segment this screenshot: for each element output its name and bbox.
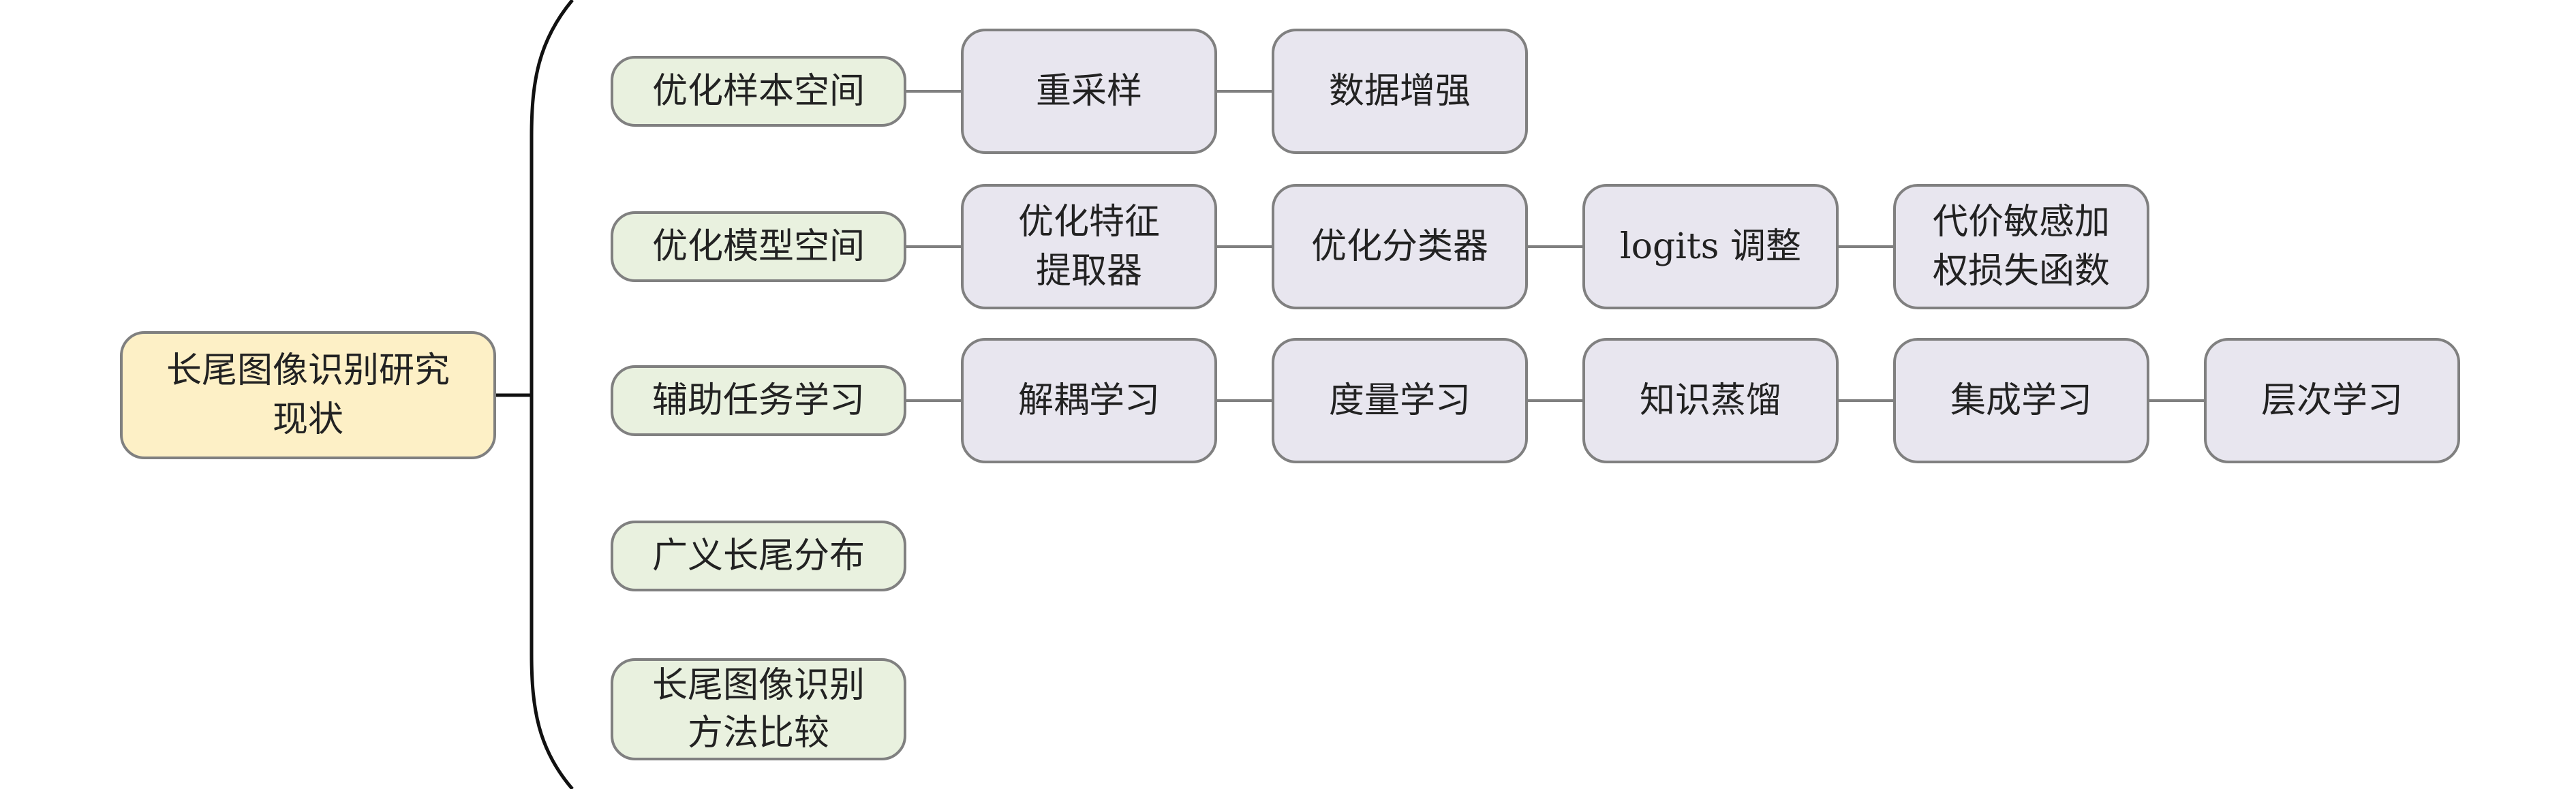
category-node-method-comparison: 长尾图像识别 方法比较: [611, 658, 906, 760]
category-label: 优化样本空间: [651, 71, 865, 112]
method-label: 层次学习: [2260, 380, 2403, 421]
method-label: 代价敏感加 权损失函数: [1932, 202, 2110, 292]
method-label: 解耦学习: [1017, 380, 1160, 421]
root-node: 长尾图像识别研究 现状: [120, 331, 496, 459]
root-brace: [530, 0, 574, 789]
category-label: 优化模型空间: [651, 226, 865, 267]
method-label: 优化特征 提取器: [1017, 202, 1160, 292]
method-node-hierarchical-learning: 层次学习: [2204, 338, 2460, 463]
method-node-resampling: 重采样: [961, 29, 1217, 154]
category-label: 广义长尾分布: [651, 536, 865, 576]
method-node-classifier: 优化分类器: [1272, 184, 1528, 309]
category-node-model-space: 优化模型空间: [611, 211, 906, 282]
category-label: 辅助任务学习: [651, 380, 865, 421]
category-node-sample-space: 优化样本空间: [611, 56, 906, 127]
method-label: 数据增强: [1328, 71, 1471, 112]
method-label: 集成学习: [1950, 380, 2092, 421]
root-node-line1: 长尾图像识别研究: [166, 350, 450, 391]
root-node-label: 长尾图像识别研究 现状: [166, 346, 450, 444]
method-node-ensemble-learning: 集成学习: [1893, 338, 2149, 463]
method-node-cost-sensitive-loss: 代价敏感加 权损失函数: [1893, 184, 2149, 309]
method-label: 度量学习: [1328, 380, 1471, 421]
root-node-line2: 现状: [272, 399, 343, 440]
method-node-logits-adjustment: logits 调整: [1582, 184, 1839, 309]
method-label: logits 调整: [1620, 226, 1801, 267]
category-label: 长尾图像识别 方法比较: [651, 665, 865, 754]
category-node-auxiliary-task: 辅助任务学习: [611, 365, 906, 436]
method-label: 优化分类器: [1310, 226, 1488, 267]
method-label: 知识蒸馏: [1639, 380, 1781, 421]
method-node-data-augmentation: 数据增强: [1272, 29, 1528, 154]
method-node-knowledge-distillation: 知识蒸馏: [1582, 338, 1839, 463]
method-node-feature-extractor: 优化特征 提取器: [961, 184, 1217, 309]
method-node-decoupled-learning: 解耦学习: [961, 338, 1217, 463]
category-node-generalized-long-tail: 广义长尾分布: [611, 521, 906, 591]
method-label: 重采样: [1035, 71, 1142, 112]
method-node-metric-learning: 度量学习: [1272, 338, 1528, 463]
